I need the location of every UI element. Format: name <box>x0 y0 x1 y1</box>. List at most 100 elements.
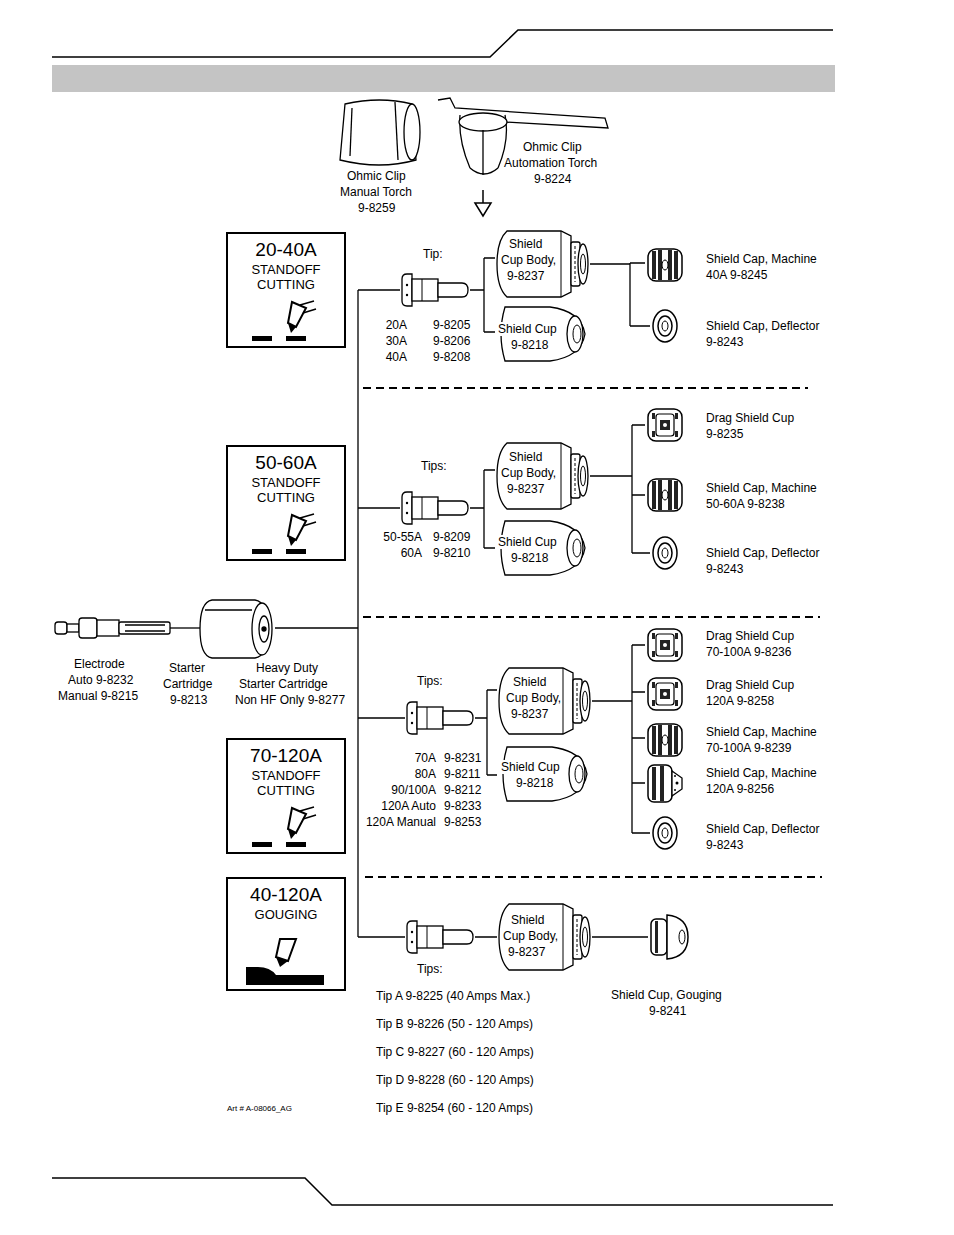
part-label: 9-8237 <box>506 269 545 283</box>
part-label: Cup Body, <box>502 929 559 943</box>
part-label: 70A <box>414 751 437 765</box>
part-label: Cup Body, <box>500 253 557 267</box>
section-dividers <box>363 388 822 877</box>
part-label: Automation Torch <box>503 156 598 170</box>
part-label: Shield Cap, Deflector <box>705 822 820 836</box>
part-label: Shield Cap, Machine <box>705 252 818 266</box>
mode-box: 20-40ASTANDOFF CUTTING <box>226 232 346 348</box>
shield-cap-machine-part <box>648 479 682 511</box>
part-label: 9-8237 <box>506 482 545 496</box>
header-bar <box>52 65 835 92</box>
gouging-shield-cup-part <box>651 915 688 959</box>
part-label: 9-8209 <box>432 530 471 544</box>
part-label: Shield Cap, Machine <box>705 766 818 780</box>
process-name: STANDOFF CUTTING <box>238 475 334 505</box>
part-label: Shield <box>512 675 547 689</box>
part-label: Shield <box>510 913 545 927</box>
part-label: Cup Body, <box>500 466 557 480</box>
part-label: 9-8235 <box>705 427 744 441</box>
part-label: 120A Manual <box>365 815 437 829</box>
part-label: 9-8233 <box>443 799 482 813</box>
part-label: 9-8211 <box>443 767 481 781</box>
shield-cup-body-part <box>499 904 590 970</box>
part-label: Drag Shield Cup <box>705 411 795 425</box>
mode-box: 50-60ASTANDOFF CUTTING <box>226 445 346 561</box>
tree-lines <box>170 258 650 937</box>
part-label: Tips: <box>416 674 444 688</box>
part-label: Tips: <box>416 962 444 976</box>
part-label: 70-100A 9-8236 <box>705 645 792 659</box>
part-label: Non HF Only 9-8277 <box>234 693 346 707</box>
drag-shield-cup-part <box>648 409 682 441</box>
gouging-icon <box>246 939 324 985</box>
part-label: Drag Shield Cup <box>705 629 795 643</box>
process-name: GOUGING <box>238 907 334 922</box>
standoff-icon <box>252 301 316 341</box>
part-label: Cartridge <box>162 677 213 691</box>
shield-cap-deflector-part <box>653 817 677 849</box>
part-label: Shield Cup, Gouging <box>610 988 723 1002</box>
part-label: Starter <box>168 661 206 675</box>
part-label: 9-8224 <box>533 172 572 186</box>
part-label: Ohmic Clip <box>346 169 407 183</box>
part-label: Tip E 9-8254 (60 - 120 Amps) <box>375 1101 534 1115</box>
part-label: 120A 9-8258 <box>705 694 775 708</box>
shield-cap-deflector-part <box>653 537 677 569</box>
footer-rule <box>52 1178 833 1205</box>
starter-cartridge-part <box>200 600 272 658</box>
process-name: STANDOFF CUTTING <box>238 768 334 798</box>
mode-box-body: 70-120ASTANDOFF CUTTING <box>228 740 344 798</box>
part-label: 9-8253 <box>443 815 482 829</box>
part-label: 50-60A 9-8238 <box>705 497 786 511</box>
part-label: 80A <box>414 767 437 781</box>
part-label: 120A 9-8256 <box>705 782 775 796</box>
part-label: Starter Cartridge <box>238 677 329 691</box>
part-label: Shield Cap, Machine <box>705 725 818 739</box>
part-label: Shield Cup <box>497 322 558 336</box>
part-label: 40A <box>385 350 408 364</box>
amperage-range: 20-40A <box>253 239 318 261</box>
part-label: Art # A-08066_AG <box>226 1104 293 1114</box>
insertion-arrow <box>475 190 491 216</box>
part-label: 9-8259 <box>357 201 396 215</box>
part-label: Tip B 9-8226 (50 - 120 Amps) <box>375 1017 534 1031</box>
part-label: Shield Cup <box>500 760 561 774</box>
shield-cup-body-part <box>497 231 588 297</box>
standoff-icon <box>252 807 316 847</box>
part-label: Shield Cap, Deflector <box>705 319 820 333</box>
amperage-range: 70-120A <box>248 745 324 767</box>
tip-part <box>407 702 473 734</box>
part-label: 9-8218 <box>510 338 549 352</box>
part-label: 9-8206 <box>432 334 471 348</box>
part-label: 9-8243 <box>705 335 744 349</box>
part-label: 9-8243 <box>705 562 744 576</box>
part-label: 60A <box>400 546 423 560</box>
mode-box: 40-120AGOUGING <box>226 877 346 991</box>
part-label: 9-8213 <box>169 693 208 707</box>
part-label: Electrode <box>73 657 126 671</box>
shield-cap-machine-part <box>648 724 682 756</box>
shield-cup-body-part <box>497 443 588 509</box>
part-label: 9-8231 <box>443 751 482 765</box>
part-label: 9-8241 <box>648 1004 687 1018</box>
tip-part <box>402 492 468 524</box>
ohmic-clip-manual <box>340 100 420 165</box>
part-label: Shield <box>508 237 543 251</box>
part-label: 120A Auto <box>380 799 437 813</box>
part-label: 40A 9-8245 <box>705 268 768 282</box>
shield-cap-deflector-part <box>653 310 677 342</box>
part-label: Shield <box>508 450 543 464</box>
part-label: 9-8218 <box>510 551 549 565</box>
part-label: 20A <box>385 318 408 332</box>
drag-shield-cup-part <box>648 678 682 710</box>
ohmic-clip-automation <box>438 98 608 175</box>
electrode-part <box>55 618 170 638</box>
part-label: Shield Cap, Deflector <box>705 546 820 560</box>
part-label: Heavy Duty <box>255 661 319 675</box>
part-label: 9-8212 <box>443 783 482 797</box>
part-label: Tips: <box>420 459 448 473</box>
mode-box-body: 20-40ASTANDOFF CUTTING <box>228 234 344 292</box>
amperage-range: 50-60A <box>253 452 318 474</box>
part-label: 9-8237 <box>510 707 549 721</box>
part-label: Ohmic Clip <box>522 140 583 154</box>
